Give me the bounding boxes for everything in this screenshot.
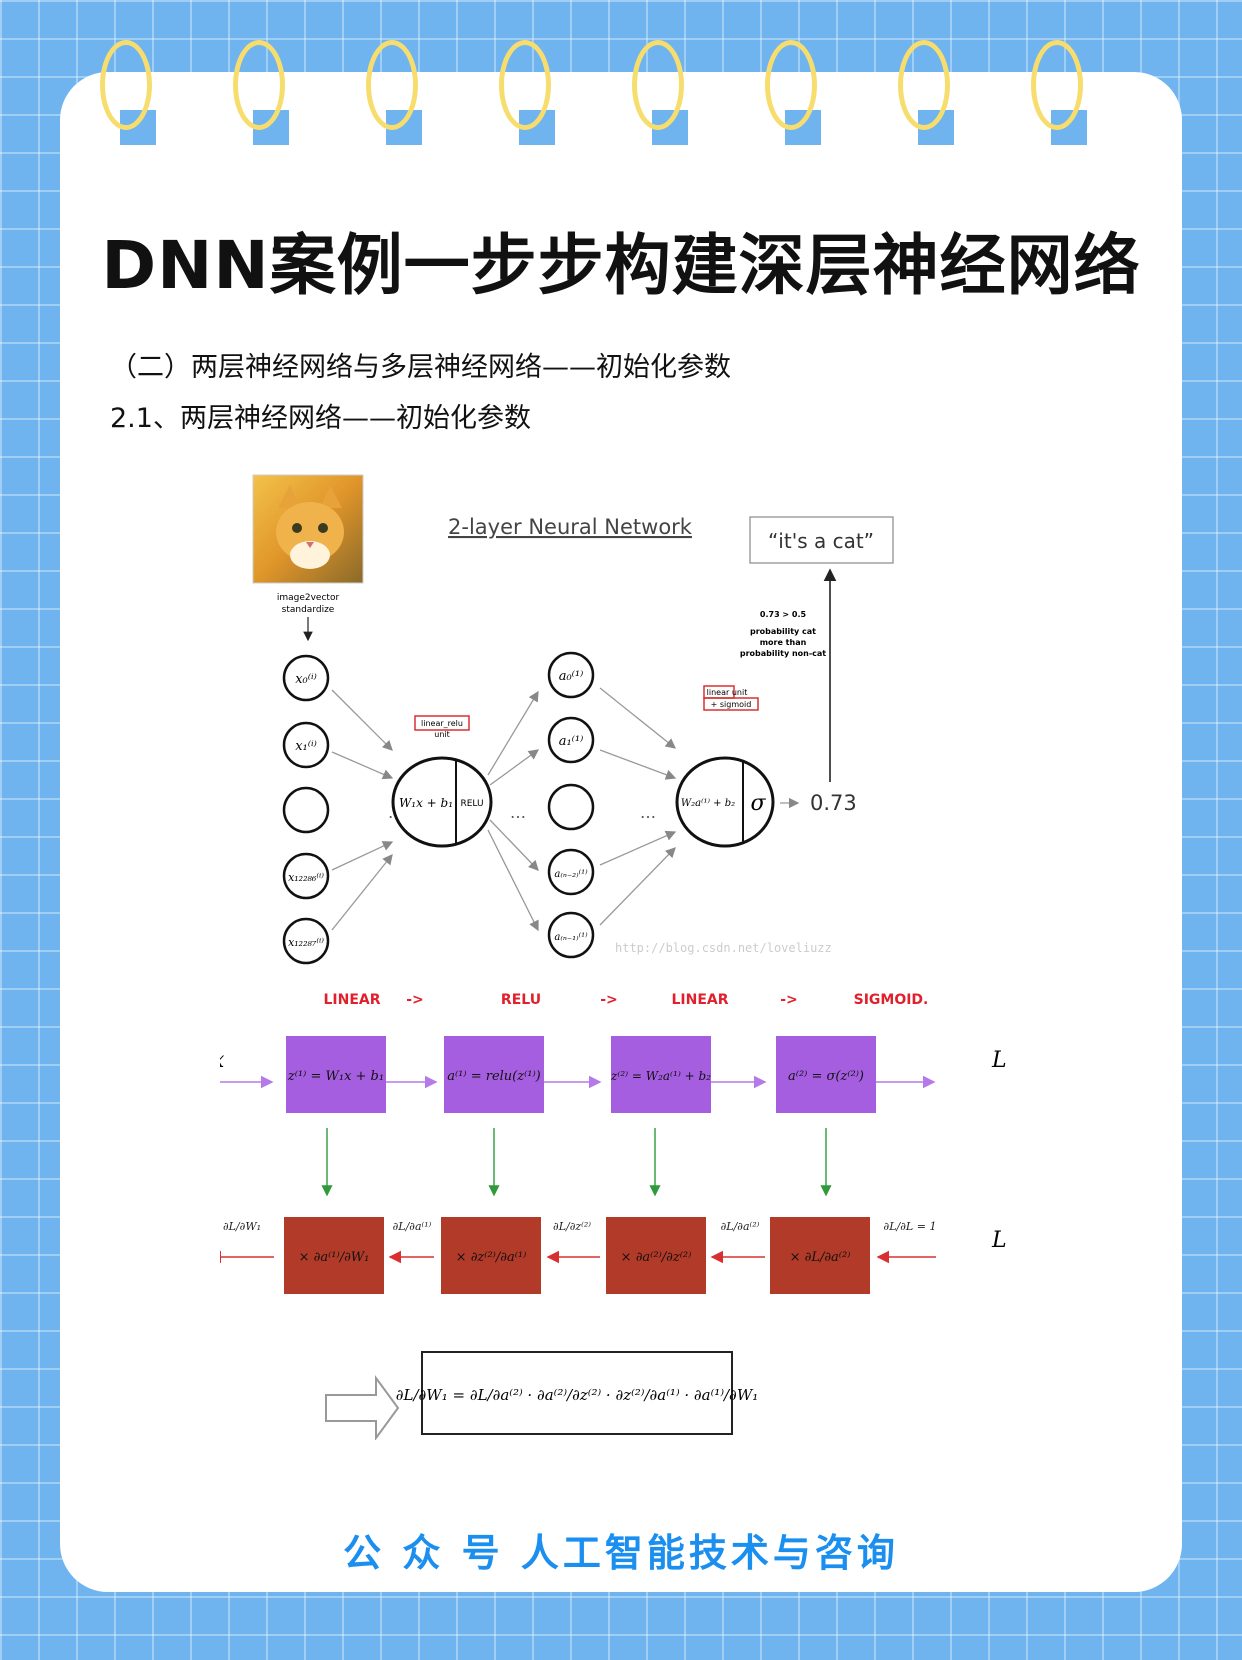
loss-label: L	[991, 1048, 1007, 1073]
decision-text: probability non-cat	[740, 649, 826, 658]
unit-tag: linear unit	[707, 688, 748, 697]
forward-formula: a⁽²⁾ = σ(z⁽²⁾)	[788, 1069, 864, 1084]
neural-network-figure: image2vector standardize 2-layer Neural …	[220, 460, 1040, 1440]
binder-ring	[763, 40, 823, 140]
gradient-label: ∂L/∂L = 1	[884, 1220, 937, 1233]
stage-arrow-text: ->	[406, 992, 424, 1008]
input-node-label: x₁₂₂₈₆⁽ⁱ⁾	[288, 871, 324, 884]
page-title: DNN案例一步步构建深层神经网络	[0, 212, 1242, 308]
binder-ring	[1029, 40, 1089, 140]
hidden-node-label: a₁⁽¹⁾	[559, 734, 584, 749]
input-node-label: x₁₂₂₈₇⁽ⁱ⁾	[288, 936, 324, 949]
decision-text: probability cat	[750, 627, 816, 636]
implies-arrow-icon	[326, 1378, 398, 1438]
forward-formula: z⁽²⁾ = W₂a⁽¹⁾ + b₂	[610, 1069, 711, 1083]
backward-factor: × ∂a⁽¹⁾/∂W₁	[299, 1250, 370, 1265]
backward-factor: × ∂z⁽²⁾/∂a⁽¹⁾	[456, 1250, 527, 1265]
binder-ring	[630, 40, 690, 140]
prediction-text: “it's a cat”	[768, 529, 874, 553]
stage-label: RELU	[501, 992, 541, 1008]
gradient-label: ∂L/∂z⁽²⁾	[553, 1220, 591, 1233]
stage-arrow-text: ->	[780, 992, 798, 1008]
input-node-label: x₀⁽ⁱ⁾	[295, 672, 317, 687]
forward-formula: a⁽¹⁾ = relu(z⁽¹⁾)	[447, 1069, 541, 1084]
ellipsis: …	[640, 803, 656, 822]
hidden-node-label: a₍ₙ₋₁₎⁽¹⁾	[554, 932, 588, 943]
prep-label: standardize	[282, 605, 335, 615]
subsection-heading: 2.1、两层神经网络——初始化参数	[110, 396, 531, 435]
chain-rule-formula: ∂L/∂W₁ = ∂L/∂a⁽²⁾ · ∂a⁽²⁾/∂z⁽²⁾ · ∂z⁽²⁾/…	[396, 1386, 759, 1404]
output-formula: W₂a⁽¹⁾ + b₂	[681, 798, 735, 809]
footer-account: 公 众 号 人工智能技术与咨询	[0, 1522, 1242, 1577]
stage-arrow-text: ->	[600, 992, 618, 1008]
input-node	[284, 788, 328, 832]
prep-label: image2vector	[277, 593, 340, 603]
hidden-node-label: a₍ₙ₋₂₎⁽¹⁾	[554, 869, 588, 880]
stage-label: LINEAR	[323, 992, 380, 1008]
unit-tag: + sigmoid	[711, 700, 752, 709]
decision-text: more than	[760, 638, 807, 647]
binder-ring	[896, 40, 956, 140]
input-node-label: x₁⁽ⁱ⁾	[295, 739, 317, 754]
gradient-label: ∂L/∂a⁽¹⁾	[393, 1220, 432, 1233]
backward-factor: × ∂L/∂a⁽²⁾	[790, 1250, 851, 1265]
input-x-label: x	[220, 1048, 225, 1073]
binder-ring	[497, 40, 557, 140]
network-heading: 2-layer Neural Network	[448, 515, 693, 539]
gradient-label: ∂L/∂W₁	[223, 1220, 261, 1233]
gradient-label: ∂L/∂a⁽²⁾	[721, 1220, 760, 1233]
relu-label: RELU	[460, 799, 483, 809]
cat-image	[253, 475, 363, 583]
backward-factor: × ∂a⁽²⁾/∂z⁽²⁾	[621, 1250, 692, 1265]
section-subtitle: （二）两层神经网络与多层神经网络——初始化参数	[110, 345, 731, 384]
stage-label: LINEAR	[671, 992, 728, 1008]
hidden-node	[549, 785, 593, 829]
unit-tag: linear_relu	[421, 719, 463, 728]
hidden-node-label: a₀⁽¹⁾	[559, 669, 584, 684]
output-value: 0.73	[810, 791, 857, 815]
sigma-label: σ	[750, 791, 766, 816]
binder-ring	[364, 40, 424, 140]
loss-label: L	[991, 1228, 1007, 1253]
unit-tag: unit	[434, 730, 450, 739]
ellipsis: …	[510, 803, 526, 822]
binder-ring	[231, 40, 291, 140]
hidden-formula: W₁x + b₁	[399, 796, 453, 810]
decision-text: 0.73 > 0.5	[760, 610, 807, 619]
forward-formula: z⁽¹⁾ = W₁x + b₁	[287, 1069, 384, 1084]
binder-ring	[98, 40, 158, 140]
watermark: http://blog.csdn.net/loveliuzz	[615, 941, 832, 955]
stage-label: SIGMOID.	[854, 992, 929, 1008]
